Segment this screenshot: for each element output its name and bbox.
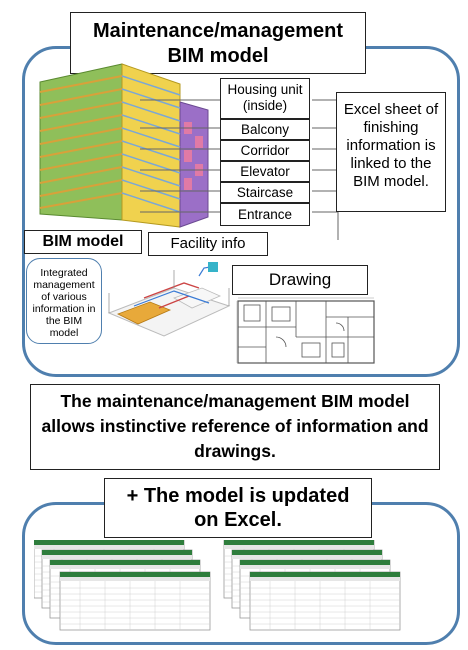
drawing-label: Drawing [232, 265, 368, 295]
excel-note: Excel sheet of finishing information is … [336, 92, 446, 212]
excel-screenshots [34, 540, 401, 631]
category-entrance: Entrance [220, 203, 310, 226]
category-balcony: Balcony [220, 119, 310, 140]
floor-plan-drawing [236, 297, 375, 364]
facility-info-label: Facility info [148, 232, 268, 256]
middle-statement: The maintenance/management BIM model all… [30, 384, 440, 470]
bottom-title: + The model is updated on Excel. [104, 478, 372, 538]
category-corridor: Corridor [220, 140, 310, 161]
category-staircase: Staircase [220, 182, 310, 203]
category-housing-unit: Housing unit (inside) [220, 78, 310, 119]
building-illustration [39, 63, 209, 228]
facility-illustration [107, 262, 231, 337]
bim-model-label: BIM model [24, 230, 142, 254]
top-title: Maintenance/management BIM model [70, 12, 366, 74]
category-elevator: Elevator [220, 161, 310, 182]
integrated-note: Integrated management of various informa… [26, 258, 102, 344]
